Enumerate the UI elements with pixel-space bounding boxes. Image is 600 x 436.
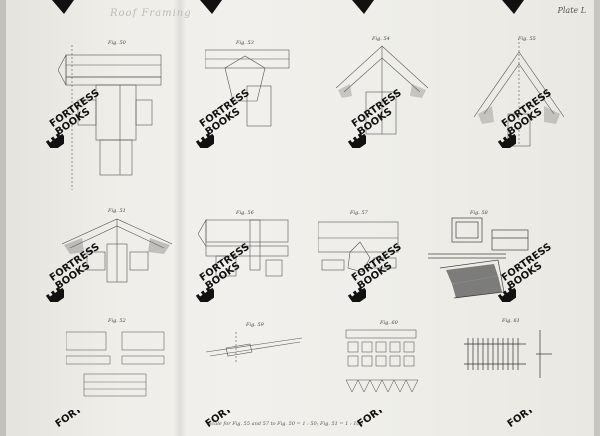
figure-59-drawing (206, 332, 303, 362)
fig-caption: Fig. 52 (108, 318, 126, 324)
figure-60-drawing (345, 329, 419, 393)
castle-logo-icon (196, 133, 214, 148)
watermark-line1: FORTRESS (204, 410, 258, 430)
fig-caption: Fig. 61 (502, 318, 520, 324)
figure-53-drawing (205, 49, 290, 127)
fig-caption: Fig. 55 (518, 36, 536, 42)
watermark-line1: FORTRESS (356, 410, 410, 430)
fig-caption: Fig. 51 (108, 208, 126, 214)
fig-caption: Fig. 60 (380, 320, 398, 326)
fig-caption: Fig. 50 (108, 40, 126, 46)
figure-58-drawing (428, 217, 529, 299)
plate-label: Plate L (557, 6, 586, 15)
watermark-partial: FORTRESS (348, 410, 418, 436)
faint-heading: Roof Framing (110, 8, 192, 19)
castle-logo-icon (348, 287, 366, 302)
watermark-partial: FORTRESS (46, 410, 116, 436)
watermark-fragment (200, 0, 222, 14)
fig-caption: Fig. 59 (246, 322, 264, 328)
page-fold (174, 0, 186, 436)
watermark-partial: FORTRESS (498, 410, 568, 436)
figure-54-drawing (336, 45, 428, 135)
watermark-partial: FORTRESS (196, 410, 266, 436)
figure-51-drawing (62, 218, 172, 283)
fig-caption: Fig. 53 (236, 40, 254, 46)
right-edge-shadow (594, 0, 600, 436)
fig-caption: Fig. 54 (372, 36, 390, 42)
castle-logo-icon (498, 133, 516, 148)
watermark-fragment (52, 0, 74, 14)
watermark-line1: FORTRESS (54, 410, 108, 430)
figure-52-drawing (66, 331, 165, 397)
left-edge-shadow (0, 0, 6, 436)
fig-caption: Fig. 56 (236, 210, 254, 216)
figure-61-drawing (464, 330, 552, 378)
castle-logo-icon (498, 287, 516, 302)
watermark-line1: FORTRESS (506, 410, 560, 430)
watermark-fragment (352, 0, 374, 14)
figure-56-drawing (198, 218, 289, 277)
castle-logo-icon (46, 287, 64, 302)
figure-57-drawing (318, 221, 399, 273)
castle-logo-icon (46, 133, 64, 148)
fig-caption: Fig. 58 (470, 210, 488, 216)
fig-caption: Fig. 57 (350, 210, 368, 216)
castle-logo-icon (348, 133, 366, 148)
castle-logo-icon (196, 287, 214, 302)
scale-caption: Scale for Fig. 55 and 57 to Fig. 50 = 1 … (208, 421, 363, 427)
watermark-fragment (502, 0, 524, 14)
figure-55-drawing (474, 42, 564, 147)
figure-50-drawing (58, 45, 162, 190)
